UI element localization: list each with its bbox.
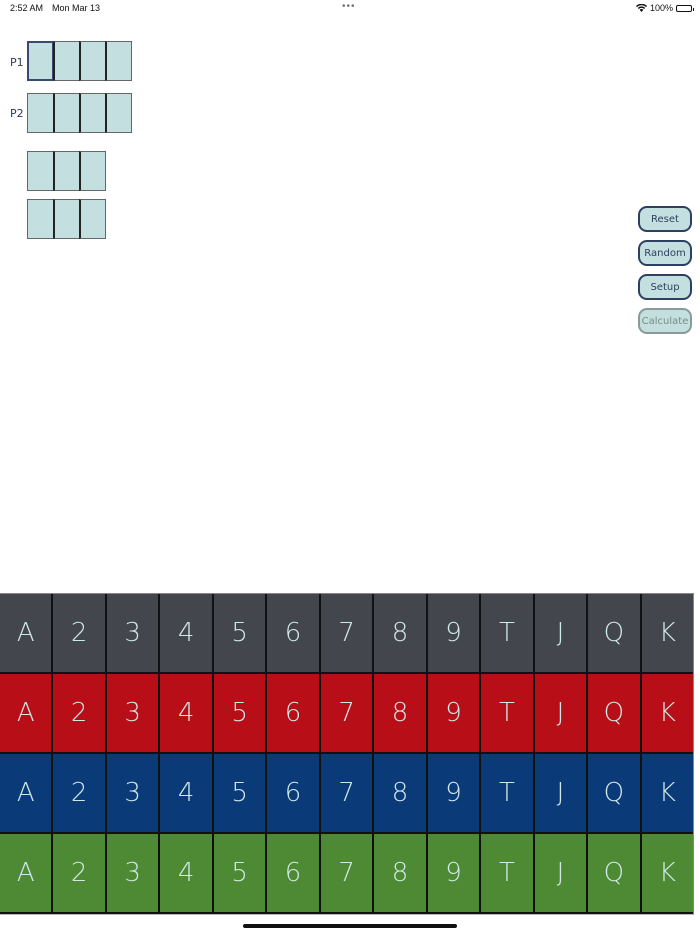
board-card-slot-2[interactable] [53, 151, 80, 191]
card-K-diamonds[interactable]: K [641, 754, 694, 834]
card-8-diamonds[interactable]: 8 [374, 754, 428, 834]
card-7-diamonds[interactable]: 7 [320, 754, 375, 834]
player2-card-slot-2[interactable] [53, 93, 80, 133]
board-card-slot-3[interactable] [79, 151, 106, 191]
card-8-hearts[interactable]: 8 [374, 674, 428, 754]
card-3-spades[interactable]: 3 [106, 594, 161, 674]
card-2-spades[interactable]: 2 [53, 594, 107, 674]
card-7-hearts[interactable]: 7 [320, 674, 375, 754]
board-card-slot-5[interactable] [53, 199, 80, 239]
card-5-diamonds[interactable]: 5 [213, 754, 268, 834]
setup-button[interactable]: Setup [638, 274, 692, 300]
home-indicator[interactable] [243, 924, 457, 928]
card-A-diamonds[interactable]: A [0, 754, 54, 834]
card-Q-hearts[interactable]: Q [588, 674, 642, 754]
card-J-spades[interactable]: J [534, 594, 589, 674]
card-K-clubs[interactable]: K [641, 834, 694, 914]
board-row-2 [27, 199, 106, 239]
card-K-hearts[interactable]: K [641, 674, 694, 754]
card-9-hearts[interactable]: 9 [427, 674, 482, 754]
reset-button[interactable]: Reset [638, 206, 692, 232]
card-4-clubs[interactable]: 4 [160, 834, 214, 914]
card-T-clubs[interactable]: T [481, 834, 535, 914]
card-A-hearts[interactable]: A [0, 674, 54, 754]
card-5-spades[interactable]: 5 [213, 594, 268, 674]
card-7-clubs[interactable]: 7 [320, 834, 375, 914]
card-Q-clubs[interactable]: Q [588, 834, 642, 914]
card-8-spades[interactable]: 8 [374, 594, 428, 674]
status-time: 2:52 AM [10, 3, 44, 13]
card-8-clubs[interactable]: 8 [374, 834, 428, 914]
multitask-dots[interactable]: ••• [342, 1, 356, 12]
player2-hand [27, 93, 132, 133]
player1-hand [27, 41, 132, 81]
player2-card-slot-4[interactable] [105, 93, 132, 133]
card-J-hearts[interactable]: J [534, 674, 589, 754]
board-card-slot-1[interactable] [27, 151, 54, 191]
player1-card-slot-3[interactable] [79, 41, 106, 81]
card-A-spades[interactable]: A [0, 594, 54, 674]
wifi-icon [635, 4, 647, 12]
card-K-spades[interactable]: K [641, 594, 694, 674]
card-T-hearts[interactable]: T [481, 674, 535, 754]
board-card-slot-6[interactable] [79, 199, 106, 239]
player2-label: P2 [10, 107, 24, 120]
card-Q-spades[interactable]: Q [588, 594, 642, 674]
random-button[interactable]: Random [638, 240, 692, 266]
player1-card-slot-2[interactable] [53, 41, 80, 81]
battery-percent: 100% [649, 3, 673, 13]
card-5-hearts[interactable]: 5 [213, 674, 268, 754]
card-3-diamonds[interactable]: 3 [106, 754, 161, 834]
card-4-spades[interactable]: 4 [160, 594, 214, 674]
card-5-clubs[interactable]: 5 [213, 834, 268, 914]
board-card-slot-4[interactable] [27, 199, 54, 239]
card-4-diamonds[interactable]: 4 [160, 754, 214, 834]
card-2-clubs[interactable]: 2 [53, 834, 107, 914]
card-Q-diamonds[interactable]: Q [588, 754, 642, 834]
card-2-hearts[interactable]: 2 [53, 674, 107, 754]
card-9-spades[interactable]: 9 [427, 594, 482, 674]
player1-card-slot-4[interactable] [105, 41, 132, 81]
calculate-button[interactable]: Calculate [638, 308, 692, 334]
card-6-clubs[interactable]: 6 [267, 834, 321, 914]
card-9-clubs[interactable]: 9 [427, 834, 482, 914]
card-A-clubs[interactable]: A [0, 834, 54, 914]
player1-card-slot-1[interactable] [27, 41, 54, 81]
status-bar: 2:52 AM Mon Mar 13 ••• 100% [0, 0, 700, 16]
card-7-spades[interactable]: 7 [320, 594, 375, 674]
card-J-clubs[interactable]: J [534, 834, 589, 914]
card-T-diamonds[interactable]: T [481, 754, 535, 834]
card-J-diamonds[interactable]: J [534, 754, 589, 834]
player1-label: P1 [10, 56, 24, 69]
card-6-spades[interactable]: 6 [267, 594, 321, 674]
card-9-diamonds[interactable]: 9 [427, 754, 482, 834]
card-4-hearts[interactable]: 4 [160, 674, 214, 754]
status-date: Mon Mar 13 [52, 3, 101, 13]
board-row-1 [27, 151, 106, 191]
card-3-hearts[interactable]: 3 [106, 674, 161, 754]
card-6-hearts[interactable]: 6 [267, 674, 321, 754]
player2-card-slot-1[interactable] [27, 93, 54, 133]
card-3-clubs[interactable]: 3 [106, 834, 161, 914]
battery-icon [676, 4, 694, 12]
card-2-diamonds[interactable]: 2 [53, 754, 107, 834]
player2-card-slot-3[interactable] [79, 93, 106, 133]
card-6-diamonds[interactable]: 6 [267, 754, 321, 834]
card-T-spades[interactable]: T [481, 594, 535, 674]
